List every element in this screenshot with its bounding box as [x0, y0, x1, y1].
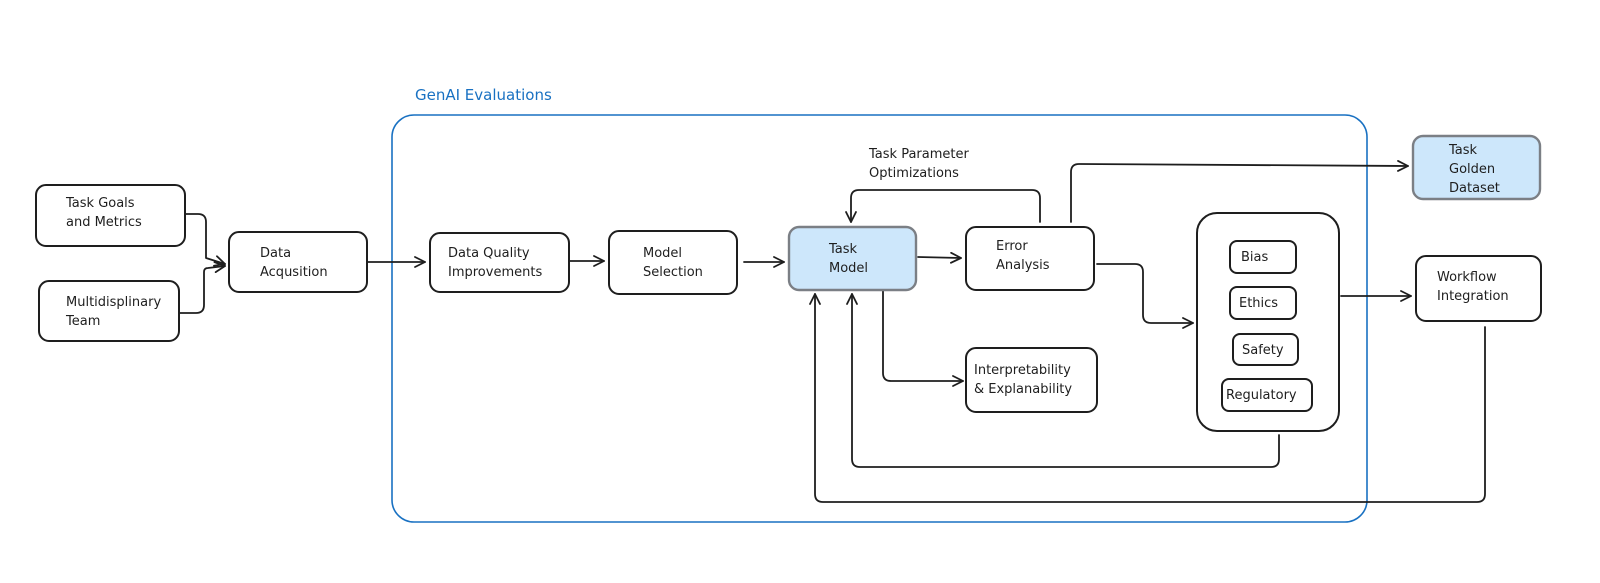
node-error-analysis-line2: Analysis — [996, 258, 1050, 273]
node-golden-dataset-line1: Task — [1448, 143, 1478, 158]
edges — [179, 160, 1486, 503]
node-interpretability-line2: & Explanability — [974, 382, 1072, 397]
node-error-analysis: Error Analysis — [965, 226, 1095, 291]
edge-model-to-error — [917, 251, 962, 264]
edge-error-to-model-optimization — [845, 189, 1041, 223]
edge-error-to-golden-dataset — [1070, 160, 1409, 223]
edge-model-to-interpretability — [882, 290, 964, 387]
edge-workflow-feedback-to-model — [809, 293, 1486, 503]
node-safety-label: Safety — [1242, 343, 1284, 358]
node-regulatory-label: Regulatory — [1226, 388, 1297, 403]
task-parameter-annotation: Task Parameter Optimizations — [868, 147, 973, 181]
node-workflow-line1: Workflow — [1437, 270, 1497, 285]
node-task-goals: Task Goals and Metrics — [35, 184, 186, 247]
node-regulatory: Regulatory — [1221, 378, 1313, 412]
svg-text:Workflow Integration: Workflow Integration — [1437, 270, 1509, 304]
node-data-acq-line2: Acqusition — [260, 265, 328, 280]
svg-text:Data Quality Improvement: Data Quality Improvements — [448, 246, 542, 280]
node-data-acquisition: Data Acqusition — [228, 231, 368, 293]
annotation-line1: Task Parameter — [868, 147, 969, 162]
node-task-goals-line2: and Metrics — [66, 215, 142, 230]
node-golden-dataset-line3: Dataset — [1449, 181, 1500, 196]
node-model-selection-line2: Selection — [643, 265, 703, 280]
node-model-selection: Model Selection — [608, 230, 738, 295]
node-golden-dataset-line2: Golden — [1449, 162, 1495, 177]
node-bias: Bias — [1229, 240, 1297, 274]
node-team-line1: Multidisplinary — [66, 295, 161, 310]
node-ethics: Ethics — [1229, 286, 1297, 320]
node-data-quality-line1: Data Quality — [448, 246, 530, 261]
node-interpretability: Interpretability & Explanability — [965, 347, 1098, 413]
node-task-model-line2: Model — [829, 261, 868, 276]
edge-governance-feedback-to-model — [846, 293, 1280, 468]
edge-error-to-governance — [1096, 263, 1194, 329]
node-model-selection-line1: Model — [643, 246, 682, 261]
annotation-line2: Optimizations — [869, 166, 959, 181]
node-workflow-integration: Workflow Integration — [1415, 255, 1542, 322]
svg-text:Model Selection: Model Selection — [643, 246, 703, 280]
node-golden-dataset: Task Golden Dataset — [1411, 134, 1542, 201]
svg-text:Task Goals and Metrics: Task Goals and Metrics — [65, 196, 142, 230]
node-bias-label: Bias — [1241, 250, 1268, 265]
node-task-model-line1: Task — [828, 242, 858, 257]
svg-text:Interpretability & Expla: Interpretability & Explanability — [974, 363, 1075, 397]
svg-text:Data Acqusition: Data Acqusition — [260, 246, 328, 280]
node-task-model: Task Model — [787, 225, 918, 292]
svg-text:Error Analysis: Error Analysis — [996, 239, 1050, 273]
node-safety: Safety — [1232, 333, 1299, 366]
node-team-line2: Team — [65, 314, 100, 329]
node-data-acq-line1: Data — [260, 246, 291, 261]
node-workflow-line2: Integration — [1437, 289, 1509, 304]
edge-goals-to-acquisition — [185, 213, 226, 267]
group-title: GenAI Evaluations — [415, 86, 552, 104]
svg-text:Task Model: Task Model — [828, 242, 868, 276]
node-task-goals-line1: Task Goals — [65, 196, 135, 211]
node-interpretability-line1: Interpretability — [974, 363, 1071, 378]
node-error-analysis-line1: Error — [996, 239, 1028, 254]
node-data-quality-line2: Improvements — [448, 265, 542, 280]
node-data-quality: Data Quality Improvements — [429, 232, 570, 293]
genai-evaluations-group: GenAI Evaluations — [391, 86, 1368, 523]
edge-team-to-acquisition — [179, 261, 226, 314]
node-multidisciplinary-team: Multidisplinary Team — [38, 280, 180, 342]
svg-text:Multidisplinary Team: Multidisplinary Team — [65, 295, 165, 329]
svg-text:Task Golden Datase: Task Golden Dataset — [1448, 143, 1500, 196]
node-ethics-label: Ethics — [1239, 296, 1278, 311]
